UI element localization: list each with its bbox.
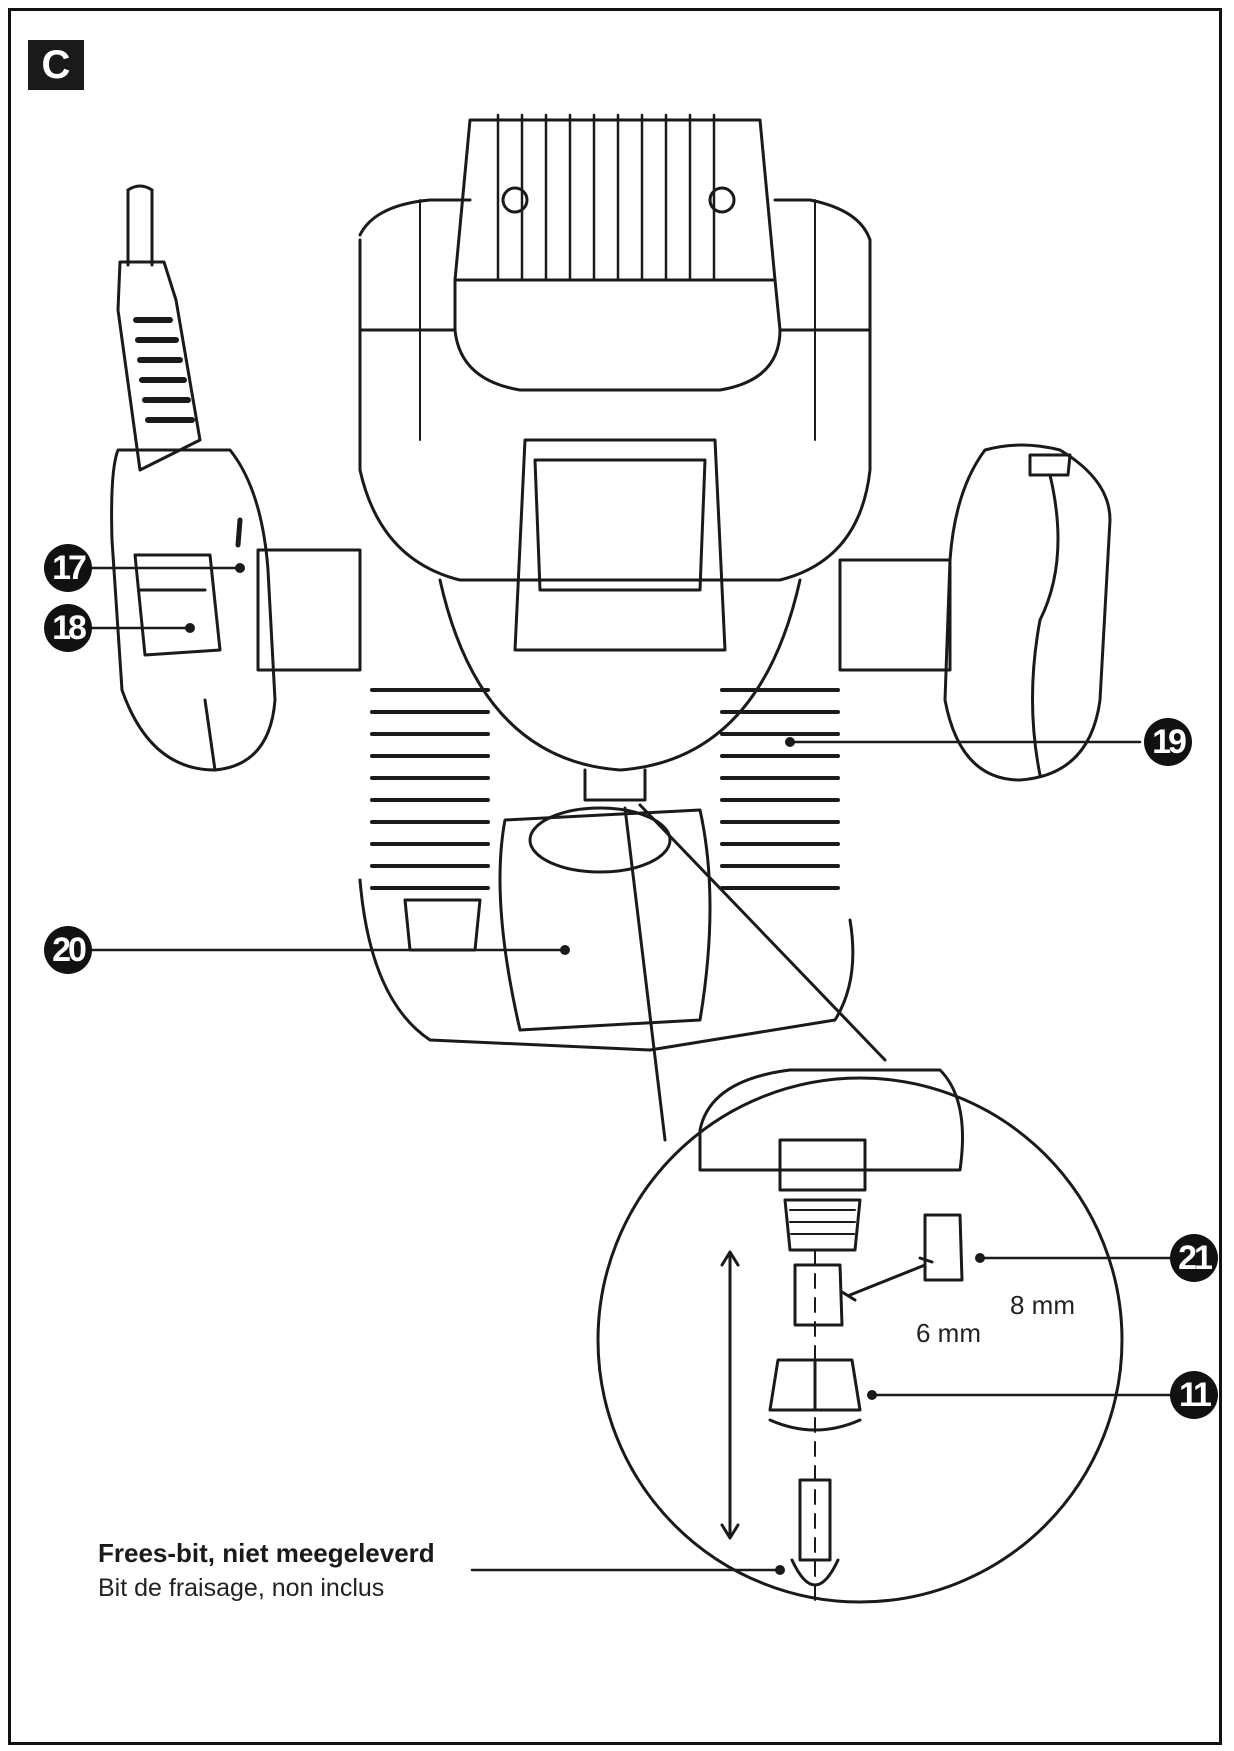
callout-18: 18 (44, 604, 92, 652)
right-handle-arm (838, 558, 952, 672)
router-bit-label-fr: Bit de fraisage, non inclus (98, 1574, 385, 1602)
detail-zoom-circle (596, 1076, 1124, 1604)
callout-19: 19 (1144, 718, 1192, 766)
router-bit-label-nl: Frees-bit, niet meegeleverd (98, 1538, 435, 1568)
callout-21: 21 (1170, 1234, 1218, 1282)
power-cord (116, 184, 202, 472)
callout-20: 20 (44, 926, 92, 974)
figure-frame (8, 8, 1222, 1745)
zoom-cone-lines (623, 803, 887, 1142)
left-handle (110, 448, 277, 772)
motor-housing (358, 113, 872, 802)
dimension-6mm: 6 mm (916, 1318, 981, 1348)
callout-11: 11 (1170, 1371, 1218, 1419)
left-handle-arm (256, 548, 362, 672)
dimension-8mm: 8 mm (1010, 1290, 1075, 1320)
callout-17: 17 (44, 544, 92, 592)
callout-leader-lines (88, 566, 1172, 1572)
right-handle (943, 443, 1112, 782)
figure-letter-badge: C (28, 40, 84, 90)
leader-endpoints (185, 563, 985, 1575)
collet-assembly (698, 1068, 964, 1601)
bellows-columns (370, 688, 840, 890)
